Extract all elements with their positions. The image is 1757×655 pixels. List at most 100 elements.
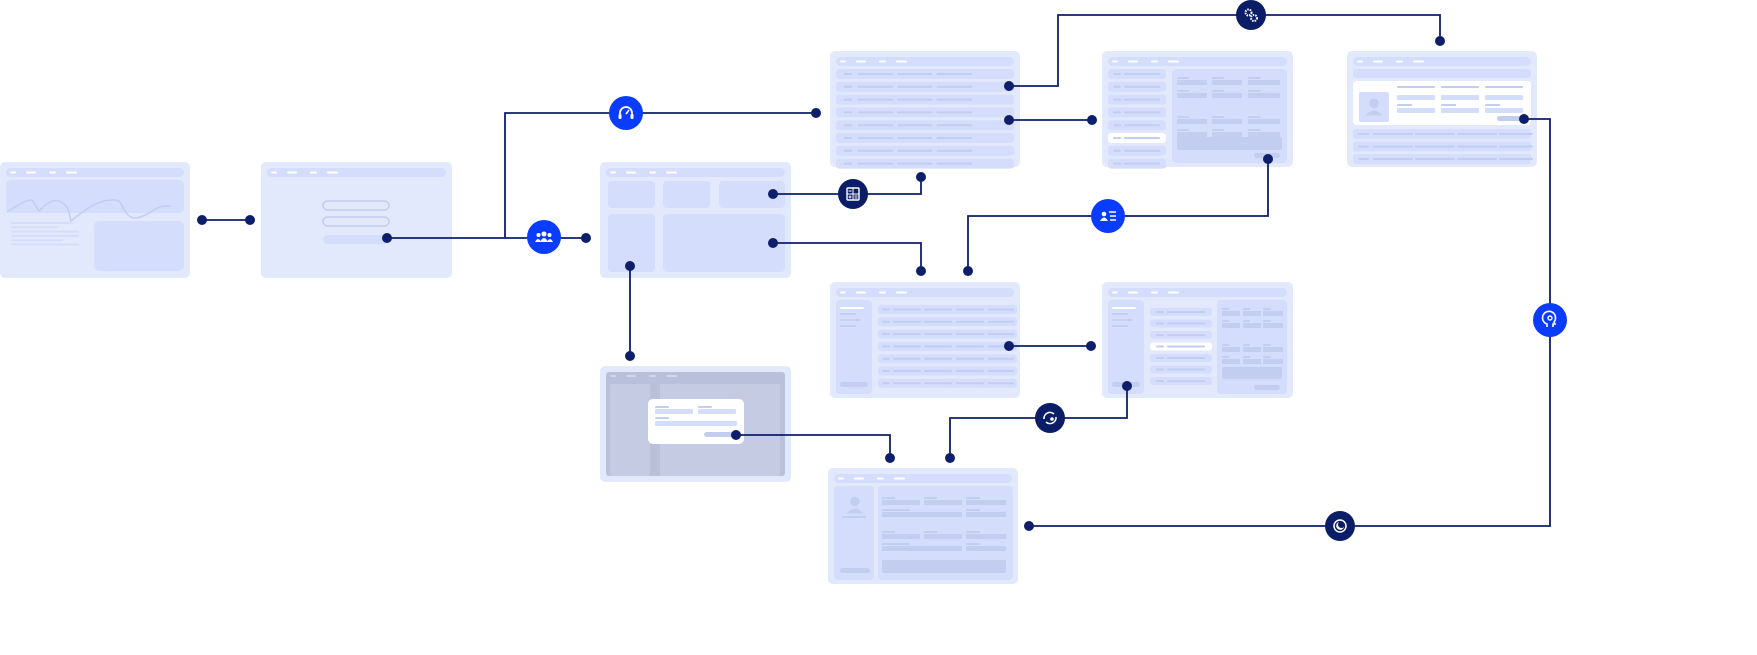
top-nav-bar	[1353, 57, 1531, 66]
screen-table-list[interactable]	[830, 51, 1020, 169]
calculator-icon[interactable]	[838, 179, 868, 209]
password-field[interactable]	[322, 216, 390, 227]
cell	[1167, 311, 1205, 313]
field-label	[1243, 308, 1251, 310]
nav-item	[26, 171, 36, 174]
cell	[843, 149, 852, 152]
team-icon[interactable]	[527, 220, 561, 254]
screen-dashboard-grid[interactable]	[600, 162, 791, 278]
field-label	[1248, 116, 1261, 118]
connector-endpoint[interactable]	[625, 351, 635, 361]
connector-endpoint[interactable]	[581, 233, 591, 243]
connector-endpoint[interactable]	[1519, 114, 1529, 124]
field-input	[1263, 323, 1283, 328]
field-label	[1441, 104, 1457, 106]
field-label	[882, 531, 896, 533]
field-input	[1248, 132, 1280, 137]
connector-endpoint[interactable]	[1024, 521, 1034, 531]
screen-card	[261, 162, 452, 278]
field-label	[655, 406, 669, 408]
field-input	[882, 512, 962, 517]
field-label	[924, 497, 938, 499]
connector-endpoint[interactable]	[916, 172, 926, 182]
cell	[857, 73, 894, 75]
sync-user-icon[interactable]	[1035, 403, 1065, 433]
connector-endpoint[interactable]	[963, 266, 973, 276]
screen-dashboard-chart[interactable]	[0, 162, 190, 278]
field-label	[1243, 344, 1251, 346]
cell	[1457, 158, 1497, 160]
connector-endpoint[interactable]	[1435, 36, 1445, 46]
connector-endpoint[interactable]	[1263, 154, 1273, 164]
field-input	[882, 500, 920, 505]
cell	[1124, 111, 1160, 114]
top-nav-bar	[1108, 57, 1287, 66]
nav-item	[879, 291, 886, 294]
text-line	[11, 243, 79, 246]
cell	[1457, 133, 1497, 135]
connector-endpoint[interactable]	[768, 238, 778, 248]
connector-endpoint[interactable]	[731, 430, 741, 440]
night-mode-icon[interactable]	[1325, 511, 1355, 541]
connector-endpoint[interactable]	[811, 108, 821, 118]
glyph	[1333, 519, 1347, 533]
connector-endpoint[interactable]	[768, 189, 778, 199]
cell	[1124, 149, 1160, 152]
connector-endpoint[interactable]	[945, 453, 955, 463]
cell	[893, 382, 921, 385]
screen-profile-form[interactable]	[828, 468, 1018, 584]
settings-gears-icon[interactable]	[1236, 0, 1266, 30]
glyph	[1050, 417, 1054, 421]
field-label	[1177, 90, 1189, 92]
screen-profile-view[interactable]	[1347, 51, 1537, 167]
connector-endpoint[interactable]	[382, 233, 392, 243]
connector-endpoint[interactable]	[1004, 81, 1014, 91]
user-list-icon[interactable]	[1091, 199, 1125, 233]
nav-item	[854, 477, 864, 480]
connector-endpoint[interactable]	[1004, 115, 1014, 125]
cell	[1415, 158, 1455, 160]
field-input	[1485, 95, 1523, 100]
screen-login[interactable]	[261, 162, 452, 278]
nav-item	[287, 171, 297, 174]
connector-endpoint[interactable]	[1087, 115, 1097, 125]
screen-sidebar-list-detail[interactable]	[1102, 282, 1293, 398]
sidebar-item	[840, 325, 856, 327]
field-input	[966, 546, 1006, 551]
screen-list-detail[interactable]	[1102, 51, 1293, 169]
chart-panel	[6, 180, 184, 213]
connector-endpoint[interactable]	[245, 215, 255, 225]
connector-endpoint[interactable]	[1004, 341, 1014, 351]
cell	[924, 370, 952, 372]
text-line	[11, 234, 79, 237]
connector-endpoint[interactable]	[197, 215, 207, 225]
nav-item	[1373, 60, 1383, 63]
cell	[956, 382, 984, 385]
nav-item	[626, 171, 636, 174]
cell	[1499, 158, 1533, 160]
connector-endpoint[interactable]	[1122, 381, 1132, 391]
cell	[893, 308, 921, 311]
flow-connector	[773, 242, 922, 271]
cell	[924, 320, 952, 323]
cell	[1124, 73, 1160, 75]
nav-item	[838, 477, 844, 480]
cell	[893, 345, 921, 348]
nav-item	[896, 60, 907, 63]
field-input	[1441, 108, 1479, 113]
cell	[1156, 334, 1164, 336]
connector-endpoint[interactable]	[1086, 341, 1096, 351]
support-headset-icon[interactable]	[609, 96, 643, 130]
field-input	[1212, 119, 1242, 124]
connector-endpoint[interactable]	[625, 261, 635, 271]
field-input	[924, 534, 962, 539]
screen-sidebar-table[interactable]	[830, 282, 1020, 398]
cell	[1358, 158, 1369, 160]
screen-modal-dialog[interactable]	[600, 366, 791, 482]
field-input	[1177, 93, 1207, 98]
ai-head-icon[interactable]	[1533, 303, 1567, 337]
username-field[interactable]	[322, 200, 390, 211]
connector-endpoint[interactable]	[916, 266, 926, 276]
connector-endpoint[interactable]	[885, 453, 895, 463]
nav-item	[626, 375, 636, 377]
